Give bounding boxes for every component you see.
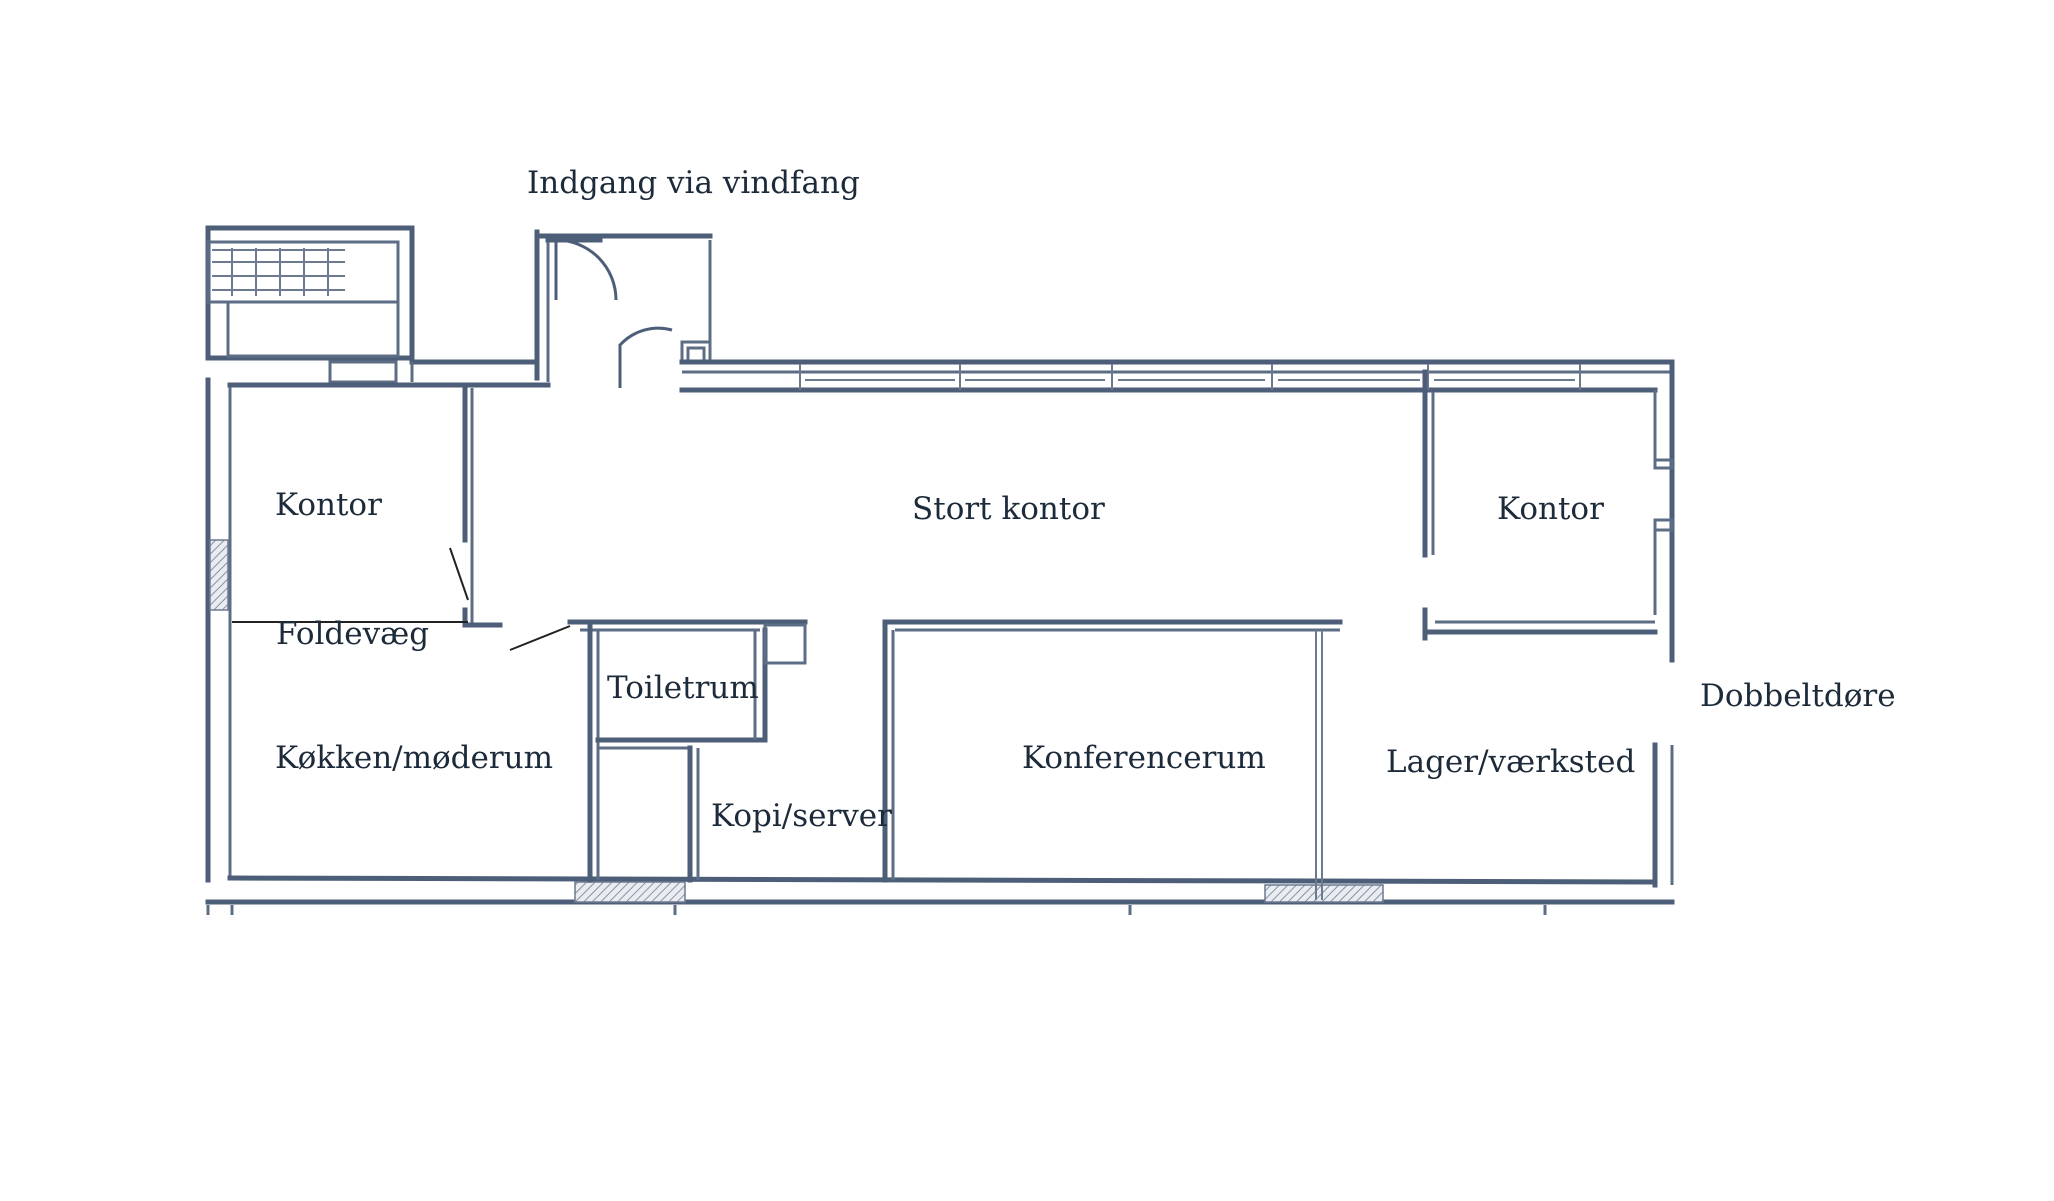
- entrance-label: Indgang via vindfang: [527, 165, 860, 201]
- conference-label: Konferencerum: [1022, 740, 1266, 776]
- kitchen-label: Køkken/møderum: [275, 740, 553, 776]
- interior-walls: [462, 369, 1658, 900]
- big-office-label: Stort kontor: [912, 491, 1105, 527]
- office-right-label: Kontor: [1497, 491, 1604, 527]
- outer-walls: [205, 359, 1675, 915]
- vestibule: [534, 229, 713, 388]
- entrance-door-icon: [554, 238, 618, 301]
- copy-server-label: Kopi/server: [711, 798, 892, 834]
- double-doors-label: Dobbeltdøre: [1700, 678, 1896, 714]
- office-left-label: Kontor: [275, 487, 382, 523]
- stairwell: [205, 225, 415, 384]
- inner-door-icon: [618, 326, 673, 388]
- storage-workshop-label: Lager/værksted: [1386, 744, 1635, 780]
- folding-wall-label: Foldevæg: [276, 616, 429, 652]
- folding-wall-lines: [232, 547, 571, 651]
- toilet-label: Toiletrum: [607, 670, 759, 706]
- hatched-sections: [209, 539, 1384, 903]
